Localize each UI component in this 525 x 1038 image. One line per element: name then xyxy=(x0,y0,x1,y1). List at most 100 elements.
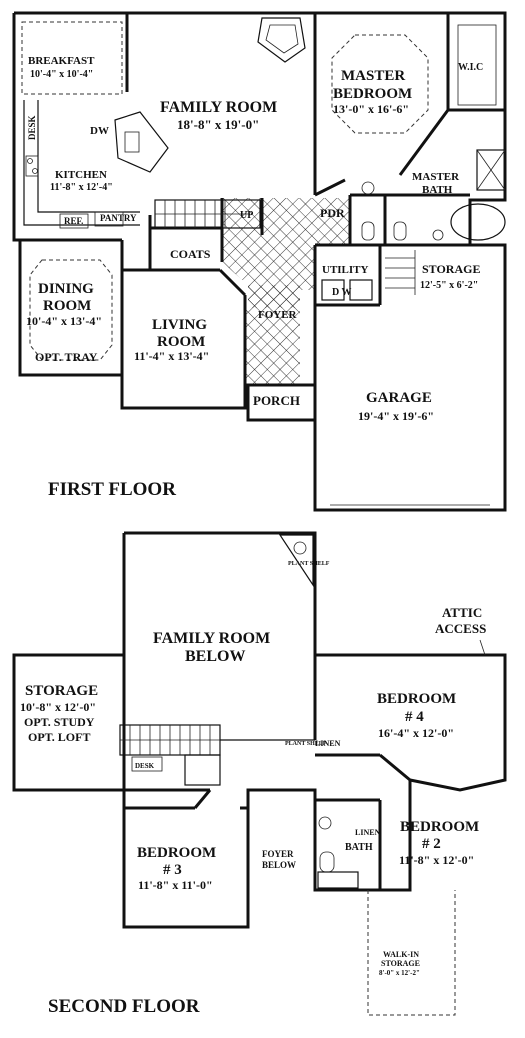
washer-dryer-label: D W xyxy=(332,287,352,298)
kitchen-counter xyxy=(23,100,140,226)
foyer-below-label-line2: BELOW xyxy=(262,860,296,870)
living-room-label: LIVING xyxy=(152,317,207,333)
toilet-icon xyxy=(432,229,444,241)
master-bath-label-line2: BATH xyxy=(422,184,453,196)
wall xyxy=(379,753,411,782)
foyer-label: FOYER xyxy=(258,309,298,321)
dining-room-label-line2: ROOM xyxy=(43,298,91,314)
fireplace-icon xyxy=(257,17,306,63)
porch-label: PORCH xyxy=(253,393,300,408)
kitchen-label: KITCHEN xyxy=(55,169,107,181)
opt-study-label: OPT. STUDY xyxy=(24,715,95,729)
kitchen-dimensions: 11'-8" x 12'-4" xyxy=(50,182,113,193)
linen-label: LINEN xyxy=(315,739,341,748)
second-floor-plan: PLANT SHELF FAMILY ROOM BELOW ATTIC ACCE… xyxy=(12,531,507,1017)
breakfast-nook-outline xyxy=(21,21,123,95)
storage-dimensions: 10'-8" x 12'-0" xyxy=(20,700,96,714)
walk-in-storage-label: WALK-IN xyxy=(383,950,419,959)
living-room-dimensions: 11'-4" x 13'-4" xyxy=(134,349,209,363)
storage-steps xyxy=(385,250,416,295)
master-bedroom-label-line2: BEDROOM xyxy=(333,86,412,102)
utility-label: UTILITY xyxy=(322,264,369,276)
sink-icon xyxy=(361,181,375,195)
first-floor-plan: BREAKFAST 10'-4" x 10'-4" FAMILY ROOM 18… xyxy=(12,11,507,512)
desk-outline xyxy=(131,756,163,772)
refrigerator-icon xyxy=(59,213,89,229)
bedroom-3-label: BEDROOM xyxy=(137,845,216,861)
tray-ceiling-outline xyxy=(331,34,429,134)
plant-icon xyxy=(293,541,307,555)
toilet-icon xyxy=(361,221,375,241)
bedroom-4-number: # 4 xyxy=(405,709,424,725)
stairs-second-floor xyxy=(119,724,221,786)
master-bedroom-dimensions: 13'-0" x 16'-6" xyxy=(333,102,409,116)
plant-shelf-corner xyxy=(278,534,314,587)
walk-in-storage-dimensions: 8'-0" x 12'-2" xyxy=(379,969,420,977)
plant-shelf-mid-label: PLANT SHELF xyxy=(285,741,327,747)
dining-tray-outline xyxy=(29,259,113,361)
powder-room-label: PDR xyxy=(320,206,345,220)
bedroom-2-dimensions: 11'-8" x 12'-0" xyxy=(399,853,474,867)
burner-icon xyxy=(32,168,38,174)
linen-bath-label: LINEN xyxy=(355,828,381,837)
pantry-label: PANTRY xyxy=(100,213,137,223)
pantry-shelves xyxy=(94,211,124,227)
attic-access-pointer xyxy=(479,639,486,656)
foyer-below-label: FOYER xyxy=(262,849,294,859)
master-bath-label: MASTER xyxy=(412,171,460,183)
opt-loft-label: OPT. LOFT xyxy=(28,730,90,744)
dining-room-dimensions: 10'-4" x 13'-4" xyxy=(26,314,102,328)
stairs-first-floor xyxy=(154,199,261,229)
bedroom-4-dimensions: 16'-4" x 12'-0" xyxy=(378,726,454,740)
bath-label: BATH xyxy=(345,842,373,853)
washer-icon xyxy=(321,279,345,301)
toilet-icon xyxy=(319,851,335,873)
bedroom-3-number: # 3 xyxy=(163,862,182,878)
wic-label: W.I.C xyxy=(458,62,483,73)
wall xyxy=(398,109,450,176)
desk-label: DESK xyxy=(27,115,37,140)
breakfast-dimensions: 10'-4" x 10'-4" xyxy=(30,69,93,80)
first-floor-title: FIRST FLOOR xyxy=(48,479,176,500)
dryer-icon xyxy=(349,279,373,301)
desk-label: DESK xyxy=(135,762,155,770)
breakfast-label: BREAKFAST xyxy=(28,55,95,67)
family-room-below-label: FAMILY ROOM xyxy=(153,630,270,647)
attic-access-label-line2: ACCESS xyxy=(435,621,486,636)
plant-shelf-label: PLANT SHELF xyxy=(288,561,330,567)
walk-in-storage-outline xyxy=(367,890,456,1016)
living-room-label-line2: ROOM xyxy=(157,334,205,350)
bathtub-icon xyxy=(450,203,506,241)
dishwasher-label: DW xyxy=(90,125,109,137)
bedroom-3-dimensions: 11'-8" x 11'-0" xyxy=(138,878,213,892)
toilet-icon xyxy=(393,221,407,241)
master-bedroom-label: MASTER xyxy=(341,68,405,84)
wall xyxy=(193,789,212,809)
wic-shelf xyxy=(457,24,497,106)
family-room-label: FAMILY ROOM xyxy=(160,99,277,116)
family-room-below-label-line2: BELOW xyxy=(185,648,245,665)
kitchen-island xyxy=(114,111,169,173)
bedroom-2-label: BEDROOM xyxy=(400,819,479,835)
dining-room-tray-note: OPT. TRAY xyxy=(35,350,98,364)
bathtub-icon xyxy=(317,871,359,889)
coats-label: COATS xyxy=(170,247,211,261)
sink-icon xyxy=(318,816,332,830)
refrigerator-label: REF. xyxy=(64,216,83,226)
range-icon xyxy=(25,155,39,177)
garage-label: GARAGE xyxy=(366,390,432,406)
bedroom-4-label: BEDROOM xyxy=(377,691,456,707)
second-floor-title: SECOND FLOOR xyxy=(48,996,200,1017)
dining-room-label: DINING xyxy=(38,281,94,297)
wall xyxy=(314,178,346,197)
walk-in-storage-label-line2: STORAGE xyxy=(381,959,420,968)
family-room-dimensions: 18'-8" x 19'-0" xyxy=(177,117,259,132)
storage-label: STORAGE xyxy=(25,683,98,699)
storage-label: STORAGE xyxy=(422,262,480,276)
wall xyxy=(218,268,247,297)
sink-icon xyxy=(124,131,140,153)
shower-icon xyxy=(476,149,506,191)
first-floor-outer-wall xyxy=(12,11,507,512)
foyer-tile-floor-lower xyxy=(248,285,300,385)
